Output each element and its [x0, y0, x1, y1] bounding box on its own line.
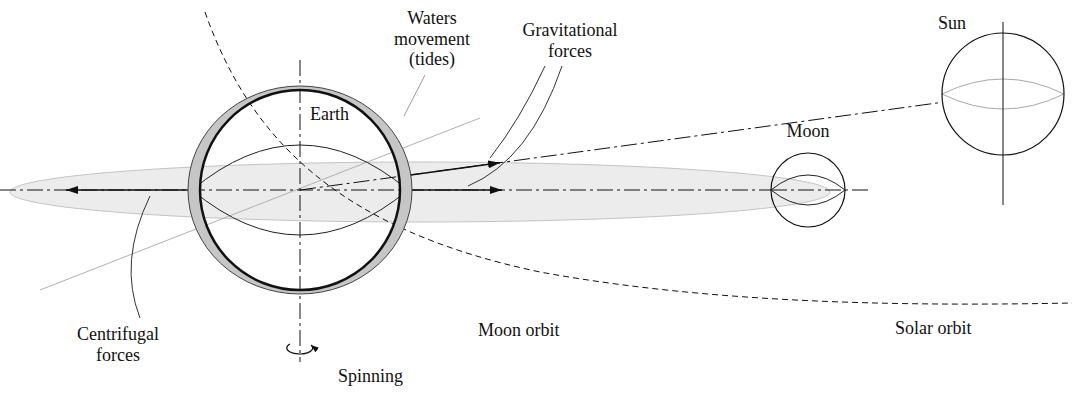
callout-label: Waters movement (tides) [386, 8, 478, 70]
leader-line [404, 75, 425, 116]
body-name: Sun [938, 13, 966, 34]
orbit-plane [10, 162, 830, 222]
moon-lens [771, 175, 845, 205]
sun-line [300, 175, 407, 190]
callout-label: Spinning [338, 366, 403, 387]
sun-axis [1003, 22, 1004, 205]
body-name: Earth [310, 104, 349, 125]
leader-line [468, 66, 562, 186]
earth-circle-outline [192, 82, 408, 298]
moon-circle: Moon [771, 153, 845, 227]
solar-orbit-curve [205, 12, 1072, 304]
tilt-line [40, 118, 480, 290]
earth-circle: Earth [192, 82, 408, 298]
orbit-label: Solar orbit [895, 318, 972, 339]
water-ring [188, 86, 412, 294]
earth-outline [200, 90, 400, 290]
centre-line [408, 190, 771, 191]
water-outline [188, 86, 412, 294]
centre-line [771, 190, 868, 191]
force-arrow [66, 189, 192, 191]
sun-circle: Sun [942, 33, 1064, 155]
moon-circle-line [771, 153, 845, 227]
leader-line [490, 66, 545, 158]
moon-circle-outline [771, 153, 845, 227]
centre-line [0, 190, 408, 191]
orbit-label: Moon orbit [478, 320, 560, 341]
sun-circle-line [942, 33, 1064, 155]
spin-axis [300, 60, 301, 362]
callout-label: Gravitational forces [510, 20, 630, 61]
leader-line [131, 196, 150, 318]
spin-symbol [287, 344, 313, 354]
centre-line [407, 102, 943, 175]
sun-circle-outline [942, 33, 1064, 155]
body-name: Moon [771, 121, 845, 142]
callout-label: Centrifugal forces [63, 324, 173, 365]
